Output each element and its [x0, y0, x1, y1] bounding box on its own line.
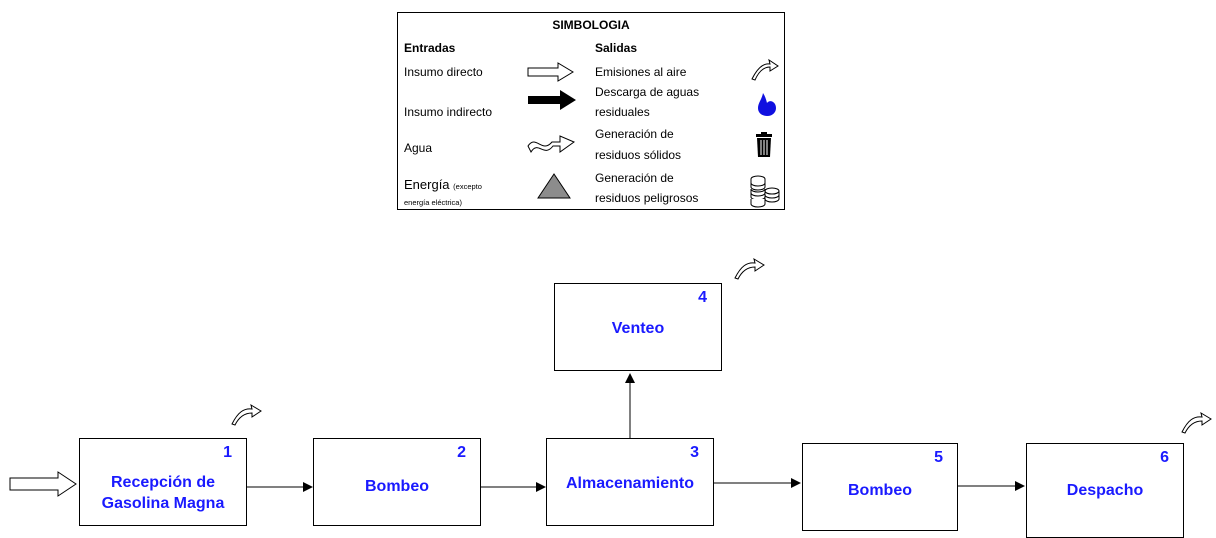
process-number-2: 2: [457, 444, 466, 461]
curved-arrow-icon: [751, 58, 779, 81]
hollow-arrow-icon: [527, 62, 574, 82]
legend-input-direct: Insumo directo: [404, 65, 483, 79]
legend-salidas-header: Salidas: [595, 41, 638, 55]
legend-input-energy-note: energía eléctrica): [404, 198, 462, 207]
legend-output-wastewater-2: residuales: [595, 105, 650, 119]
legend-output-solid-1: Generación de: [595, 127, 674, 141]
legend-output-air: Emisiones al aire: [595, 65, 687, 79]
process-label-6: Despacho: [1066, 482, 1144, 499]
process-number-4: 4: [698, 289, 707, 306]
process-number-5: 5: [934, 449, 943, 466]
input-hollow-arrow: [9, 471, 77, 497]
solid-arrow-icon: [528, 90, 576, 110]
legend-output-wastewater-1: Descarga de aguas: [595, 85, 700, 99]
legend-input-water: Agua: [404, 141, 433, 155]
air-emission-icon-6: [1181, 411, 1212, 434]
process-number-3: 3: [690, 444, 699, 461]
process-box-5: 5 Bombeo: [802, 443, 958, 531]
trash-bin-icon: [756, 132, 772, 157]
legend-input-indirect: Insumo indirecto: [404, 105, 493, 119]
process-number-6: 6: [1160, 449, 1169, 466]
process-label-5: Bombeo: [848, 482, 912, 499]
air-emission-icon-1: [231, 403, 262, 426]
wavy-arrow-icon: [527, 135, 576, 154]
process-box-4: 4 Venteo: [554, 283, 722, 371]
legend-title: SIMBOLOGIA: [552, 18, 630, 32]
legend-output-hazardous-2: residuos peligrosos: [595, 191, 699, 205]
process-label-4: Venteo: [611, 320, 665, 337]
water-drop-icon: [758, 93, 776, 116]
legend-output-solid-2: residuos sólidos: [595, 148, 682, 162]
legend-input-energy: Energía (excepto: [404, 177, 482, 192]
air-emission-icon-4: [734, 257, 765, 280]
legend-output-hazardous-1: Generación de: [595, 171, 674, 185]
process-number-1: 1: [223, 444, 232, 461]
process-box-2: 2 Bombeo: [313, 438, 481, 526]
process-box-6: 6 Despacho: [1026, 443, 1184, 538]
process-label-2: Bombeo: [365, 478, 429, 495]
barrels-icon: [750, 175, 780, 208]
process-box-3: 3 Almacenamiento: [546, 438, 714, 526]
gray-triangle-icon: [537, 173, 571, 199]
legend-box: SIMBOLOGIA Entradas Salidas Insumo direc…: [397, 12, 785, 210]
process-label-3: Almacenamiento: [565, 475, 695, 492]
legend-entradas-header: Entradas: [404, 41, 456, 55]
